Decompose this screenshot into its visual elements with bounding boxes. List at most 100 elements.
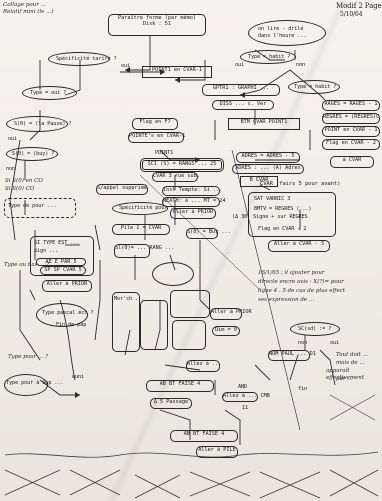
sub-box: S(0) = Buy ... (186, 228, 231, 239)
decision-type-right-label: Type = habit ? (294, 84, 337, 90)
fin-label: Fin de pap (56, 322, 87, 328)
decision-sc (290, 322, 340, 336)
small-box-b: Mor'ch ... (114, 296, 145, 302)
right-bottom-note-3: apparaît effectivement (326, 368, 365, 381)
euni-label: euni (72, 374, 85, 380)
top-oval-line2: dans l'heure ... (258, 33, 307, 39)
decision-specificite-label: Spécificité tarifé ? (56, 56, 117, 62)
ab-box-label: AB BT FAISE 4 (159, 381, 201, 387)
decision-s0-label: S(0) = (la Pause) ? (14, 121, 72, 127)
left-box-5: SP SP CVAR 5 (40, 266, 86, 275)
left-box-4: Aller à PRIOR (42, 280, 92, 292)
bcvar-box: B CVAR (240, 176, 278, 187)
cvar-note: CVAR (fairs 5 pour avant) (260, 181, 341, 187)
left-box-3: AE E PAR 5 (36, 258, 86, 266)
sci-box: SCI (S) = RANGS ... 25 (140, 158, 224, 172)
vert-left-note: Type ou bas ... ? (4, 262, 50, 268)
diss-box-label: DISS ... c. Ver (219, 101, 267, 107)
pile-box-label: Pile 1 = CVAR (120, 225, 162, 231)
adres-box-label: ADRES = ADRES - 5 (241, 153, 295, 159)
top-left-note-1: Collage pour ... (3, 2, 46, 8)
right-stack-1: RAGES = RAGES - 1 (322, 100, 380, 111)
decision-type-oui-label: Type = oui ? (30, 90, 67, 96)
left-box-1: SI TYPE EST ... (34, 240, 80, 246)
btm-box: BTM CVAR POINT1 (228, 118, 300, 130)
right-stack-2-label: REGRES = (REGRES)C (323, 114, 380, 120)
aller-pile-label: Aller à PILE (198, 447, 236, 453)
small-right-box-label: Aller à PRIOR (211, 309, 252, 315)
spec-oval-label: Spécificité pour ... (119, 205, 180, 211)
right-stack-3: POINT en CVAR - 1 (322, 126, 380, 137)
and-label: AND (238, 384, 248, 390)
type-sp-label: Type de pour ... (8, 203, 57, 209)
side-note-left: Si S(0) en CO (5, 178, 43, 184)
left-box-2: Sign ... (34, 248, 59, 254)
small-column-mid (140, 300, 168, 350)
decision-s0 (6, 116, 68, 132)
label-oui-4: oui (330, 340, 340, 346)
mid-box-2-label: NEATH: à ... MT = 24 (163, 198, 226, 204)
right-bottom-note-2: mais de ... (336, 360, 365, 366)
label-non-1: non (296, 62, 306, 68)
label-oui-1: oui (121, 63, 131, 69)
diss-box: DISS ... c. Ver (212, 100, 274, 110)
right-bottom-note-4: par ... (336, 376, 353, 382)
left-box-5-label: SP SP CVAR 5 (44, 267, 82, 273)
pile-box: Pile 1 = CVAR (112, 224, 170, 235)
label-non-3: non (298, 340, 308, 346)
sat-line-3: (Δ 30) Signe + sur REGRES (232, 214, 308, 220)
gptr-box-label: GPTR1 : GRAPHI ... (212, 85, 270, 91)
bottom-box-3: Δ 5 Passage (150, 398, 192, 409)
right-stack-4: Flag en CVAR - 2 (322, 139, 380, 150)
gptr-box: GPTR1 : GRAPHI ... (202, 84, 280, 96)
page-date: 5/10/64 (340, 11, 363, 18)
note-right-1: 16/1/65 : il ajouter pour (258, 270, 325, 276)
decision-type-right (288, 80, 340, 94)
sub-box-label: S(0) = Buy ... (187, 229, 231, 235)
right-bottom-note-1: Tout doit ... (336, 352, 368, 358)
appel-sup-box: S/appel supprimé (96, 184, 148, 195)
decision-type-affect (36, 303, 88, 327)
left-group (30, 236, 94, 276)
ab-box: AB BT FAISE 4 (146, 380, 214, 392)
note-right-4: ses expression de ... (258, 297, 315, 303)
mid-box-2: NEATH: à ... MT = 24 (162, 197, 226, 207)
decision-specificite (48, 52, 110, 66)
left-box-3-label: AE E PAR 5 (45, 259, 77, 265)
small-column-left (112, 292, 140, 352)
left-box-4-label: Aller à PRIOR (46, 281, 88, 287)
right-cvar-box-label: à CVAR (342, 157, 362, 163)
bottom-box-2-label: Allez à ... (187, 361, 222, 367)
cvar-sub-box: CVAR 3 rue sub. (152, 172, 200, 182)
small-column-right (170, 290, 210, 318)
sat-group (248, 192, 336, 237)
top-left-note-2: Relatif mini (le ...) (3, 9, 54, 15)
start-box: Paraître forme (par mémo) Disk : 51 (108, 14, 206, 36)
decision-type-affect2 (4, 374, 48, 396)
small-box-a: Sl(0)= ... RANG ... (114, 244, 174, 258)
pointer2-box-label: POINTE's en CVAR-1 (129, 133, 186, 139)
aller-prior-label: Aller à PRIOR (172, 209, 214, 215)
label-non-2: non (6, 166, 16, 172)
label-oui-2: oui (235, 62, 245, 68)
spec-oval (112, 202, 168, 215)
decision-s0-buy (6, 147, 58, 161)
decision-type-affect-label: Type pascal éch ? (42, 310, 94, 316)
right-stack-1-label: RAGES = RAGES - 1 (324, 101, 378, 107)
sci-box-label: SCI (S) = RANGS ... 25 (147, 161, 217, 167)
top-oval-line1: on lire - drilé (258, 26, 304, 32)
small-right-box2-label: Dim = 0 (215, 327, 237, 333)
bottom-box-3-label: Δ 5 Passage (153, 399, 189, 405)
bottom-box-1-label: NOM PAUL ... D1 (269, 351, 316, 357)
pointer-box-label: POINT1 en CVAR-1 (152, 67, 202, 73)
decision-type-habit (240, 50, 296, 64)
aller-cvar3-box: Aller à CVAR - 3 (268, 240, 330, 252)
aller-prior-box: Aller à PRIOR (170, 208, 216, 219)
top-oval (248, 20, 326, 46)
small-right-box: Aller à PRIOR (210, 308, 252, 320)
cvar-sub-box-label: CVAR 3 rue sub. (153, 173, 200, 179)
sat-line-1: SAT VARBIC 3 (254, 196, 291, 202)
bcvar-box-label: B CVAR (249, 177, 269, 183)
start-box-label: Paraître forme (par mémo) (117, 15, 197, 21)
